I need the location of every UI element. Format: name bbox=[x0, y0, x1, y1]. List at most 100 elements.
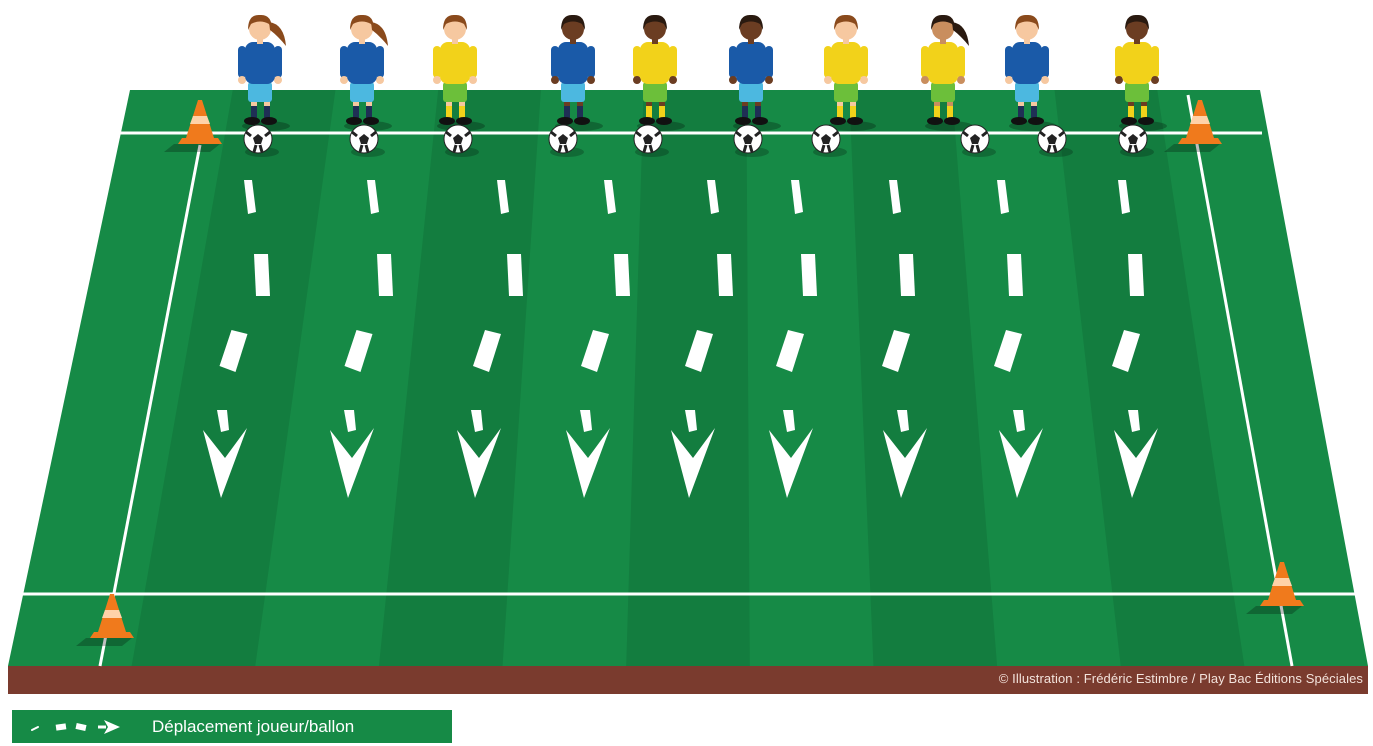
player-sock bbox=[264, 106, 270, 118]
player-shirt bbox=[831, 42, 861, 84]
player-boot bbox=[244, 117, 260, 125]
player-arm bbox=[1005, 46, 1013, 78]
player-arm bbox=[238, 46, 246, 78]
player-sock bbox=[1031, 106, 1037, 118]
player-hand bbox=[433, 76, 441, 84]
player-hand bbox=[669, 76, 677, 84]
arrow-dash bbox=[507, 254, 523, 296]
player-boot bbox=[752, 117, 768, 125]
player-boot bbox=[847, 117, 863, 125]
cone-base bbox=[1178, 138, 1222, 144]
player-sock bbox=[850, 106, 856, 118]
player-hand bbox=[824, 76, 832, 84]
player-sock bbox=[1128, 106, 1134, 118]
player-boot bbox=[363, 117, 379, 125]
player-hand bbox=[340, 76, 348, 84]
player-boot bbox=[1028, 117, 1044, 125]
player-shirt bbox=[440, 42, 470, 84]
player-arm bbox=[340, 46, 348, 78]
legend: Déplacement joueur/ballon bbox=[12, 710, 452, 743]
player-boot bbox=[261, 117, 277, 125]
player-hand bbox=[729, 76, 737, 84]
player-shirt bbox=[245, 42, 275, 84]
player-arm bbox=[669, 46, 677, 78]
player-shirt bbox=[736, 42, 766, 84]
player-hand bbox=[469, 76, 477, 84]
player-arm bbox=[860, 46, 868, 78]
player-ponytail bbox=[371, 22, 388, 46]
player-hand bbox=[274, 76, 282, 84]
arrow-dash bbox=[377, 254, 393, 296]
pitch bbox=[8, 90, 1368, 694]
player-sock bbox=[659, 106, 665, 118]
player-sock bbox=[366, 106, 372, 118]
player-arm bbox=[921, 46, 929, 78]
player-shorts bbox=[1015, 82, 1039, 102]
player-arm bbox=[274, 46, 282, 78]
player-hand bbox=[587, 76, 595, 84]
player-hand bbox=[551, 76, 559, 84]
player-shorts bbox=[443, 82, 467, 102]
player-sock bbox=[1018, 106, 1024, 118]
cone-base bbox=[178, 138, 222, 144]
player-boot bbox=[574, 117, 590, 125]
player-arm bbox=[1115, 46, 1123, 78]
arrow-dash bbox=[717, 254, 733, 296]
player-ponytail bbox=[952, 22, 969, 46]
player-arm bbox=[1041, 46, 1049, 78]
player-arm bbox=[957, 46, 965, 78]
player-boot bbox=[639, 117, 655, 125]
player-sock bbox=[251, 106, 257, 118]
player-sock bbox=[1141, 106, 1147, 118]
cone-base bbox=[1260, 600, 1304, 606]
arrow-dash bbox=[1128, 254, 1144, 296]
player-shorts bbox=[739, 82, 763, 102]
player-sock bbox=[353, 106, 359, 118]
arrow-dash bbox=[614, 254, 630, 296]
player-boot bbox=[1121, 117, 1137, 125]
player-hand bbox=[1151, 76, 1159, 84]
player-arm bbox=[824, 46, 832, 78]
player-shirt bbox=[1122, 42, 1152, 84]
player-hand bbox=[1115, 76, 1123, 84]
player-sock bbox=[577, 106, 583, 118]
player-sock bbox=[837, 106, 843, 118]
player-shorts bbox=[350, 82, 374, 102]
arrow-dash bbox=[899, 254, 915, 296]
arrow-dash bbox=[801, 254, 817, 296]
player-sock bbox=[564, 106, 570, 118]
player-shorts bbox=[561, 82, 585, 102]
player-boot bbox=[830, 117, 846, 125]
player-shorts bbox=[248, 82, 272, 102]
player-shirt bbox=[558, 42, 588, 84]
cone-stripe bbox=[190, 116, 210, 124]
player-boot bbox=[1011, 117, 1027, 125]
player-sock bbox=[459, 106, 465, 118]
player-boot bbox=[735, 117, 751, 125]
player-hand bbox=[765, 76, 773, 84]
player-shirt bbox=[1012, 42, 1042, 84]
player-sock bbox=[646, 106, 652, 118]
cone-stripe bbox=[1272, 578, 1292, 586]
player-arm bbox=[765, 46, 773, 78]
player-shirt bbox=[928, 42, 958, 84]
player-hand bbox=[376, 76, 384, 84]
player-hand bbox=[921, 76, 929, 84]
player-boot bbox=[944, 117, 960, 125]
player-sock bbox=[947, 106, 953, 118]
player-hand bbox=[238, 76, 246, 84]
player-arm bbox=[551, 46, 559, 78]
cone-base bbox=[90, 632, 134, 638]
player-hand bbox=[1005, 76, 1013, 84]
player-shirt bbox=[640, 42, 670, 84]
player-arm bbox=[1151, 46, 1159, 78]
player-boot bbox=[439, 117, 455, 125]
player-shorts bbox=[1125, 82, 1149, 102]
player-sock bbox=[446, 106, 452, 118]
player-hand bbox=[1041, 76, 1049, 84]
illustration-credit: © Illustration : Frédéric Estimbre / Pla… bbox=[999, 671, 1363, 686]
player-boot bbox=[927, 117, 943, 125]
player-boot bbox=[456, 117, 472, 125]
player-ponytail bbox=[269, 22, 286, 46]
